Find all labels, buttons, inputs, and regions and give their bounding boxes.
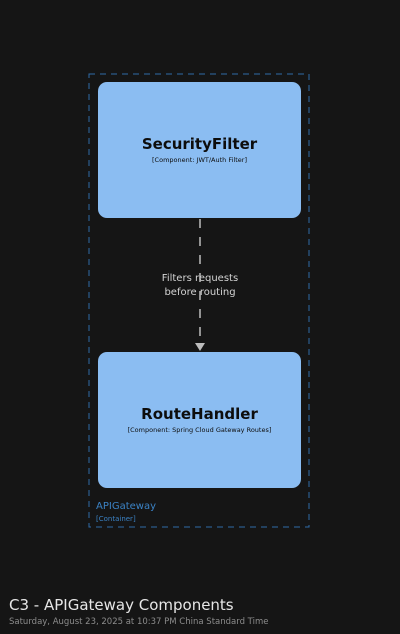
component-name: RouteHandler: [141, 405, 258, 423]
component-description: [Component: Spring Cloud Gateway Routes]: [127, 426, 272, 434]
relationship-label-line-1: Filters requests: [161, 273, 239, 284]
boundary-name: APIGateway: [96, 501, 156, 512]
component-security-filter[interactable]: SecurityFilter [Component: JWT/Auth Filt…: [98, 82, 301, 218]
diagram-timestamp: Saturday, August 23, 2025 at 10:37 PM Ch…: [9, 617, 269, 627]
boundary-type: [Container]: [96, 515, 136, 523]
relationship-arrowhead: [195, 343, 205, 351]
relationship-label-line-2: before routing: [164, 287, 236, 298]
component-description: [Component: JWT/Auth Filter]: [152, 156, 247, 164]
diagram-title: C3 - APIGateway Components: [9, 596, 234, 614]
component-name: SecurityFilter: [141, 135, 258, 153]
relationship-label: Filters requests before routing: [140, 272, 260, 300]
container-boundary: [88, 73, 310, 528]
component-route-handler[interactable]: RouteHandler [Component: Spring Cloud Ga…: [98, 352, 301, 488]
